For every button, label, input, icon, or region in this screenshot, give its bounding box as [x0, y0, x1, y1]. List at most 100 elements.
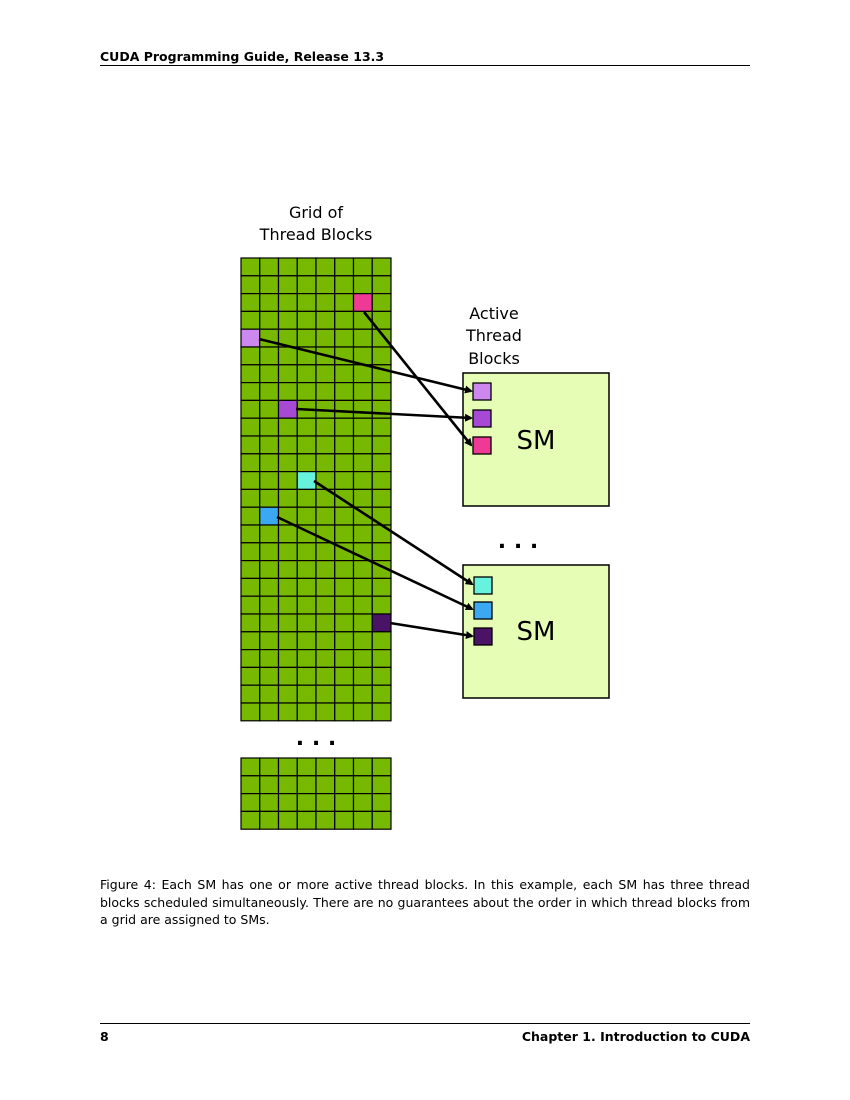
grid-block	[315, 506, 336, 526]
sm1-block-pink	[472, 436, 492, 455]
grid-block	[277, 310, 298, 330]
grid-block	[240, 648, 261, 668]
grid-block	[352, 757, 373, 777]
arrow-dark-purple	[389, 621, 474, 640]
grid-block	[334, 293, 355, 313]
grid-block	[371, 648, 392, 668]
grid-block	[277, 792, 298, 812]
grid-block	[277, 775, 298, 795]
grid-block	[315, 275, 336, 295]
grid-block	[352, 775, 373, 795]
sm-ellipsis: . . .	[498, 529, 538, 554]
grid-block	[240, 702, 261, 722]
grid-block	[240, 417, 261, 437]
grid-block	[277, 293, 298, 313]
grid-block	[352, 792, 373, 812]
grid-block	[296, 613, 317, 633]
grid-block	[352, 453, 373, 473]
grid-block	[240, 257, 261, 277]
grid-block	[296, 631, 317, 651]
grid-block	[371, 577, 392, 597]
grid-block	[296, 310, 317, 330]
grid-block	[334, 453, 355, 473]
grid-block	[334, 666, 355, 686]
grid-block	[296, 577, 317, 597]
grid-block	[371, 542, 392, 562]
grid-block	[277, 435, 298, 455]
grid-block	[277, 666, 298, 686]
figure-caption: Figure 4: Each SM has one or more active…	[100, 877, 750, 927]
grid-block	[371, 275, 392, 295]
grid-block	[259, 524, 280, 544]
header-rule	[100, 65, 750, 66]
grid-block	[240, 435, 261, 455]
grid-block	[334, 382, 355, 402]
grid-block	[259, 382, 280, 402]
grid-block	[259, 702, 280, 722]
grid-block	[296, 757, 317, 777]
grid-block	[315, 364, 336, 384]
grid-block	[371, 293, 392, 313]
grid-block	[334, 792, 355, 812]
grid-block	[240, 684, 261, 704]
grid-block	[315, 613, 336, 633]
grid-block	[240, 471, 261, 491]
grid-block	[371, 757, 392, 777]
grid-block	[259, 257, 280, 277]
grid-block	[352, 364, 373, 384]
arrow-blue	[276, 515, 474, 611]
arrow-pink	[362, 311, 473, 447]
footer-rule	[100, 1023, 750, 1024]
grid-block	[259, 613, 280, 633]
grid-block	[296, 648, 317, 668]
grid-block	[277, 559, 298, 579]
grid-block	[240, 559, 261, 579]
grid-block	[259, 648, 280, 668]
grid-block	[296, 382, 317, 402]
grid-block	[240, 506, 261, 526]
grid-block	[315, 559, 336, 579]
grid-block	[352, 435, 373, 455]
grid-block-cyan	[296, 471, 317, 491]
grid-block	[315, 684, 336, 704]
grid-block	[334, 364, 355, 384]
grid-block	[259, 757, 280, 777]
grid-block	[334, 310, 355, 330]
grid-block	[315, 328, 336, 348]
grid-block	[259, 810, 280, 830]
grid-block	[352, 488, 373, 508]
grid-block	[315, 257, 336, 277]
grid-block	[259, 542, 280, 562]
grid-block	[259, 595, 280, 615]
grid-block	[371, 488, 392, 508]
grid-block	[315, 631, 336, 651]
grid-block	[240, 524, 261, 544]
grid-block	[259, 275, 280, 295]
grid-block	[352, 417, 373, 437]
grid-block	[315, 435, 336, 455]
grid-block	[352, 810, 373, 830]
grid-block	[334, 702, 355, 722]
grid-block	[259, 471, 280, 491]
grid-block	[334, 471, 355, 491]
grid-block	[240, 810, 261, 830]
thread-block-grid-tail	[240, 757, 392, 830]
grid-block	[371, 346, 392, 366]
sm-label-bottom: SM	[517, 617, 556, 647]
grid-block	[315, 648, 336, 668]
grid-block	[240, 542, 261, 562]
sm-label-top: SM	[517, 426, 556, 456]
grid-block	[259, 666, 280, 686]
grid-block	[334, 506, 355, 526]
grid-block	[296, 684, 317, 704]
grid-block	[240, 275, 261, 295]
page-number: 8	[100, 1029, 109, 1044]
grid-block	[296, 595, 317, 615]
grid-block	[296, 506, 317, 526]
grid-block	[296, 453, 317, 473]
grid-block	[352, 275, 373, 295]
grid-block	[277, 613, 298, 633]
grid-block	[371, 524, 392, 544]
grid-block	[352, 559, 373, 579]
grid-block	[240, 453, 261, 473]
